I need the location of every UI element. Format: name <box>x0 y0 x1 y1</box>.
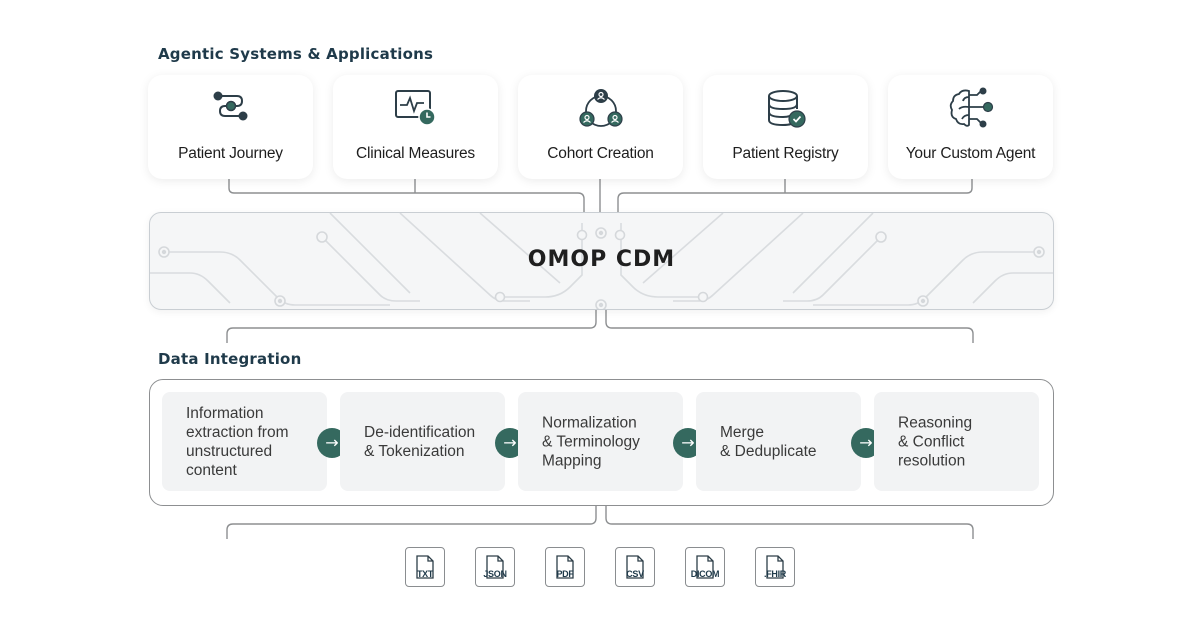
integration-section-title: Data Integration <box>158 350 302 368</box>
app-card-patient-journey[interactable]: Patient Journey <box>148 75 313 179</box>
pipeline-step-label: Information extraction from unstructured… <box>186 404 289 479</box>
file-icon <box>556 555 574 579</box>
file-type-label: .FHIR <box>764 569 786 579</box>
app-card-label: Clinical Measures <box>356 145 475 162</box>
data-integration-pipeline: Information extraction from unstructured… <box>149 379 1054 506</box>
file-type-fhir: .FHIR <box>755 547 795 587</box>
pipeline-step-normalization: Normalization & Terminology Mapping <box>518 392 683 491</box>
omop-cdm-panel: OMOP CDM <box>149 212 1054 310</box>
omop-cdm-title: OMOP CDM <box>527 247 676 272</box>
app-card-label: Your Custom Agent <box>905 145 1036 162</box>
app-card-patient-registry[interactable]: Patient Registry <box>703 75 868 179</box>
pipeline-step-reasoning: Reasoning & Conflict resolution <box>874 392 1039 491</box>
file-type-label: TXT <box>416 569 434 579</box>
file-type-label: DICOM <box>690 569 720 579</box>
brain-circuit-icon <box>949 87 993 128</box>
monitor-clock-icon <box>394 90 436 126</box>
file-type-dicom: DICOM <box>685 547 725 587</box>
app-card-label: Cohort Creation <box>547 145 654 162</box>
file-type-label: PDF <box>556 569 574 579</box>
file-icon <box>696 555 714 579</box>
file-type-label: CSV <box>626 569 644 579</box>
pipeline-step-label: Reasoning & Conflict resolution <box>898 414 973 469</box>
circuit-pattern <box>150 213 1053 309</box>
apps-section-title: Agentic Systems & Applications <box>158 45 434 63</box>
pipeline-step-label: De-identification & Tokenization <box>364 423 476 460</box>
people-network-icon <box>578 89 623 127</box>
file-icon <box>626 555 644 579</box>
app-card-cohort-creation[interactable]: Cohort Creation <box>518 75 683 179</box>
file-type-txt: TXT <box>405 547 445 587</box>
file-type-label: JSON <box>483 569 507 579</box>
pipeline-step-label: Merge & Deduplicate <box>720 423 817 460</box>
file-icon <box>486 555 504 579</box>
pipeline-step-deidentification: De-identification & Tokenization <box>340 392 505 491</box>
pipeline-step-extraction: Information extraction from unstructured… <box>162 392 327 491</box>
file-icon <box>766 555 784 579</box>
file-type-json: JSON <box>475 547 515 587</box>
pipeline-step-label: Normalization & Terminology Mapping <box>542 414 640 469</box>
pipeline-step-merge: Merge & Deduplicate <box>696 392 861 491</box>
file-type-pdf: PDF <box>545 547 585 587</box>
app-card-custom-agent[interactable]: Your Custom Agent <box>888 75 1053 179</box>
app-card-label: Patient Registry <box>732 145 839 162</box>
file-icon <box>416 555 434 579</box>
database-check-icon <box>767 90 806 128</box>
app-card-label: Patient Journey <box>178 145 283 162</box>
journey-path-icon <box>213 91 247 121</box>
file-type-csv: CSV <box>615 547 655 587</box>
app-card-clinical-measures[interactable]: Clinical Measures <box>333 75 498 179</box>
